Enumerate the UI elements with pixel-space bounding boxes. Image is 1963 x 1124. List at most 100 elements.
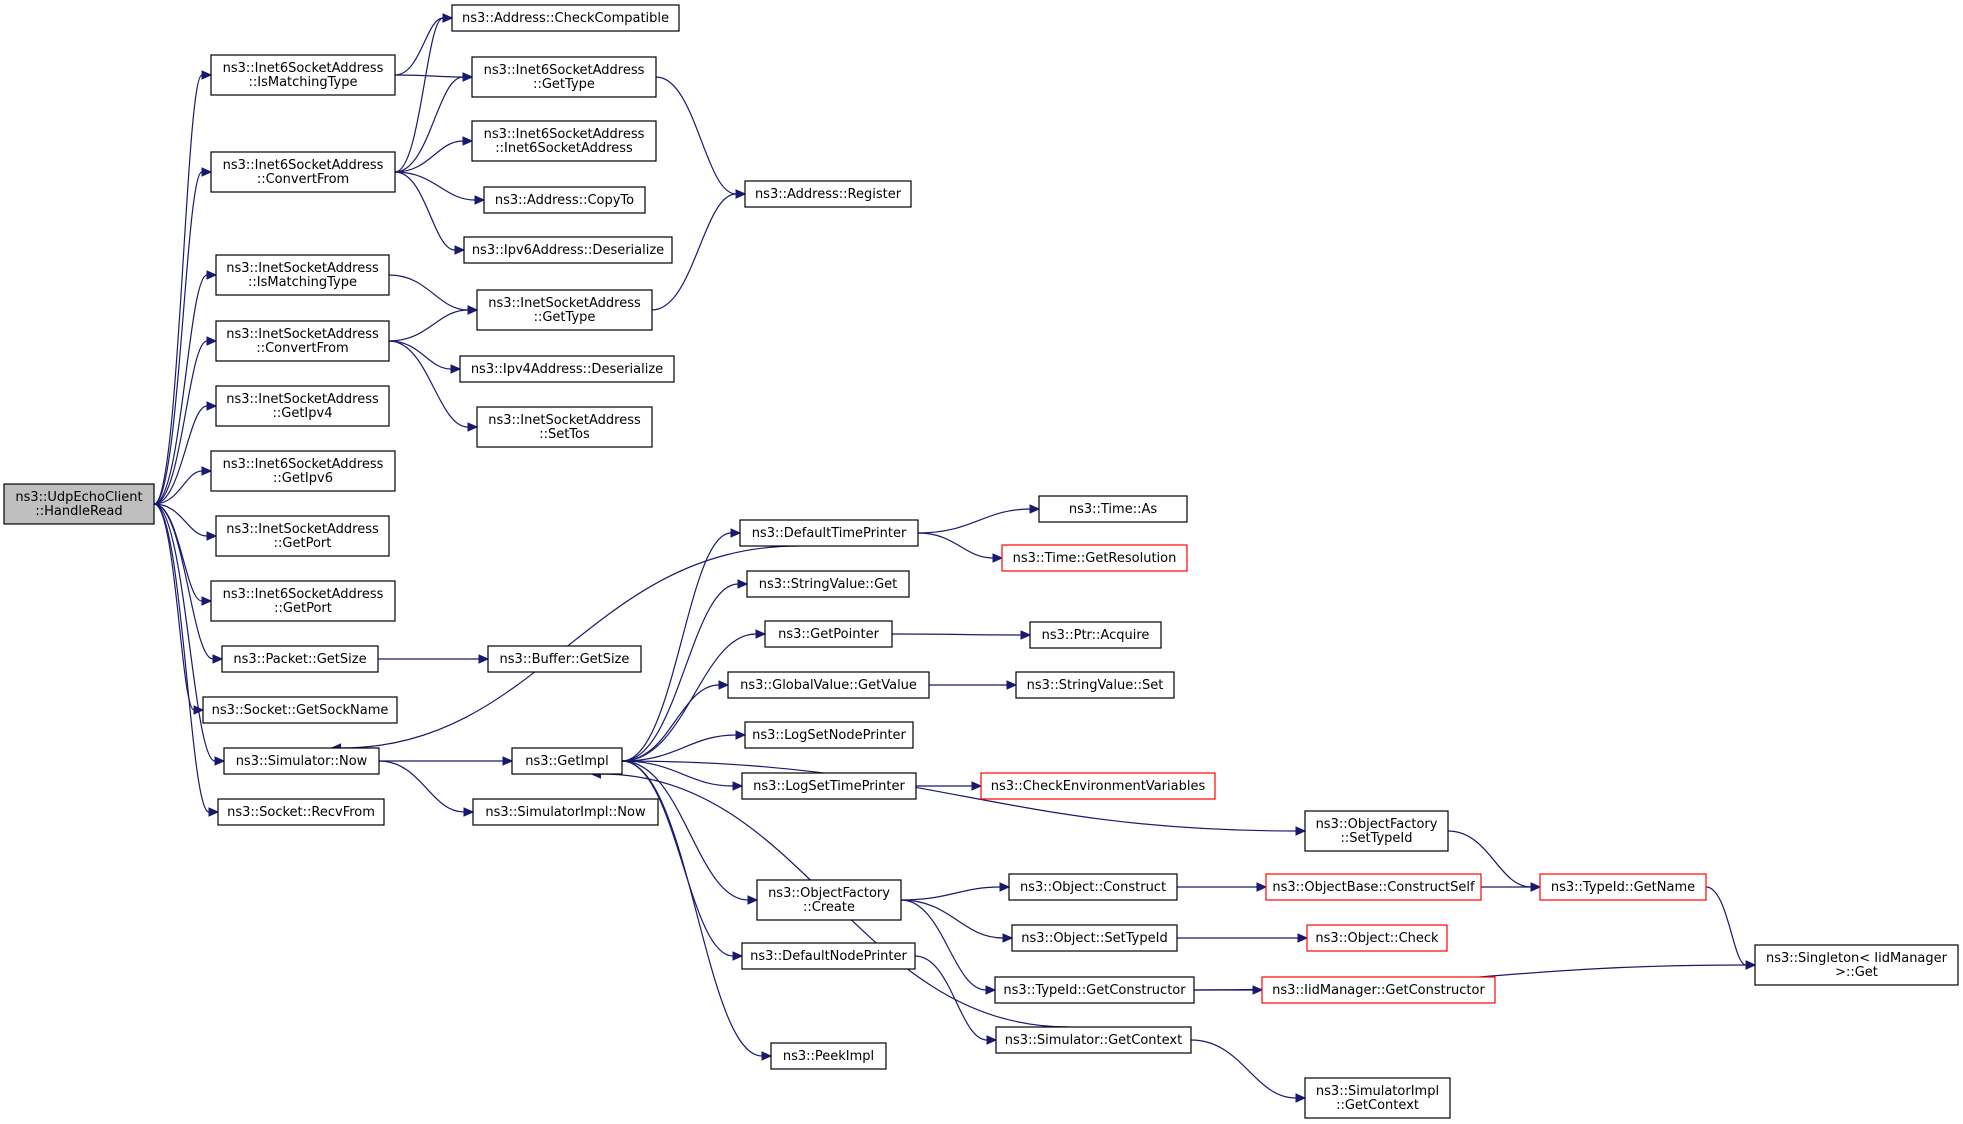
edge-getimpl-to-of_create: [621, 760, 749, 901]
node-label: ns3::ObjectFactory: [1316, 817, 1438, 832]
edge-of_create-to-obj_construct: [900, 886, 1001, 901]
node-of_settypeid[interactable]: ns3::ObjectFactory::SetTypeId: [1304, 810, 1449, 852]
node-label: ::Create: [803, 900, 855, 915]
edge-root-to-sim_now: [153, 503, 216, 762]
node-label: ns3::InetSocketAddress: [226, 327, 379, 342]
node-label: ns3::Object::SetTypeId: [1021, 931, 1167, 946]
node-box: [1008, 873, 1178, 901]
node-of_create[interactable]: ns3::ObjectFactory::Create: [756, 879, 902, 921]
node-label: ns3::GetPointer: [778, 627, 879, 642]
node-box: [451, 4, 680, 32]
node-addr_copyto[interactable]: ns3::Address::CopyTo: [483, 186, 646, 214]
node-ip6_deser[interactable]: ns3::Ipv6Address::Deserialize: [463, 236, 673, 264]
edge-root-to-sock_recv: [153, 503, 210, 813]
node-i4_match[interactable]: ns3::InetSocketAddress::IsMatchingType: [215, 254, 390, 296]
edge-i4_match-to-i4_gettype: [388, 274, 469, 311]
node-sim_now[interactable]: ns3::Simulator::Now: [223, 747, 380, 775]
node-addr_check[interactable]: ns3::Address::CheckCompatible: [451, 4, 680, 32]
node-sock_recv[interactable]: ns3::Socket::RecvFrom: [217, 798, 385, 826]
node-obj_construct[interactable]: ns3::Object::Construct: [1008, 873, 1178, 901]
node-label: ns3::Inet6SocketAddress: [223, 61, 384, 76]
node-sim_getctx[interactable]: ns3::Simulator::GetContext: [995, 1026, 1192, 1054]
node-getimpl[interactable]: ns3::GetImpl: [511, 747, 623, 775]
node-root[interactable]: ns3::UdpEchoClient::HandleRead: [3, 483, 155, 525]
arrowhead-obj_settypeid-to-obj_check: [1297, 933, 1309, 943]
node-def_node[interactable]: ns3::DefaultNodePrinter: [741, 942, 916, 970]
node-label: ns3::SimulatorImpl::Now: [485, 805, 646, 820]
node-def_time[interactable]: ns3::DefaultTimePrinter: [739, 519, 919, 547]
node-box: [994, 976, 1195, 1004]
node-ptr_acquire[interactable]: ns3::Ptr::Acquire: [1029, 621, 1162, 649]
node-label: ns3::Socket::RecvFrom: [227, 805, 375, 820]
node-iid_getctor[interactable]: ns3::IidManager::GetConstructor: [1261, 976, 1496, 1004]
node-i6_ctor[interactable]: ns3::Inet6SocketAddress::Inet6SocketAddr…: [471, 120, 657, 162]
arrowhead-i4_gettype-to-addr_register: [735, 189, 747, 199]
edge-getimpl-to-gv_getvalue: [621, 684, 720, 762]
node-box: [770, 1042, 887, 1070]
node-box: [202, 696, 398, 724]
node-time_as[interactable]: ns3::Time::As: [1038, 495, 1188, 523]
node-i4_getipv4[interactable]: ns3::InetSocketAddress::GetIpv4: [215, 385, 390, 427]
edge-root-to-i4_match: [153, 274, 208, 505]
arrowhead-i4_convert-to-i4_gettype: [467, 305, 479, 315]
arrowhead-getimpl-to-peekimpl: [761, 1051, 773, 1061]
node-typeid_getctor[interactable]: ns3::TypeId::GetConstructor: [994, 976, 1195, 1004]
node-label: ::GetIpv4: [273, 406, 333, 421]
node-getpointer[interactable]: ns3::GetPointer: [764, 620, 893, 648]
node-objbase_cs[interactable]: ns3::ObjectBase::ConstructSelf: [1265, 873, 1482, 901]
node-box: [210, 580, 396, 622]
node-label: ::HandleRead: [35, 504, 122, 519]
node-i6_gettype[interactable]: ns3::Inet6SocketAddress::GetType: [471, 56, 657, 98]
arrowhead-i6_convert-to-addr_copyto: [474, 195, 486, 205]
node-i4_getport[interactable]: ns3::InetSocketAddress::GetPort: [215, 515, 390, 557]
node-log_time[interactable]: ns3::LogSetTimePrinter: [741, 772, 917, 800]
node-strval_get[interactable]: ns3::StringValue::Get: [746, 570, 910, 598]
node-i6_convert[interactable]: ns3::Inet6SocketAddress::ConvertFrom: [210, 151, 396, 193]
arrowhead-gv_getvalue-to-strval_set: [1006, 680, 1018, 690]
node-i4_convert[interactable]: ns3::InetSocketAddress::ConvertFrom: [215, 320, 390, 362]
node-box: [483, 186, 646, 214]
node-gv_getvalue[interactable]: ns3::GlobalValue::GetValue: [727, 671, 930, 699]
node-label: ::ConvertFrom: [257, 172, 349, 187]
arrowhead-i6_convert-to-i6_gettype: [462, 72, 474, 82]
node-buf_size[interactable]: ns3::Buffer::GetSize: [487, 645, 642, 673]
node-i4_gettype[interactable]: ns3::InetSocketAddress::GetType: [476, 289, 653, 331]
node-obj_check[interactable]: ns3::Object::Check: [1306, 924, 1448, 952]
arrowhead-sim_now-to-getimpl: [502, 756, 514, 766]
node-box: [995, 1026, 1192, 1054]
node-sock_name[interactable]: ns3::Socket::GetSockName: [202, 696, 398, 724]
node-pkt_size[interactable]: ns3::Packet::GetSize: [221, 645, 379, 673]
node-box: [487, 645, 642, 673]
edge-i6_gettype-to-addr_register: [655, 76, 737, 195]
node-label: ::SetTos: [539, 427, 590, 442]
node-peekimpl[interactable]: ns3::PeekImpl: [770, 1042, 887, 1070]
node-simimpl_getctx[interactable]: ns3::SimulatorImpl::GetContext: [1304, 1077, 1451, 1119]
node-i6_getport[interactable]: ns3::Inet6SocketAddress::GetPort: [210, 580, 396, 622]
node-i6_match[interactable]: ns3::Inet6SocketAddress::IsMatchingType: [210, 54, 396, 96]
node-label: ns3::Address::CheckCompatible: [462, 11, 669, 26]
node-i6_getipv6[interactable]: ns3::Inet6SocketAddress::GetIpv6: [210, 450, 396, 492]
node-singleton_get[interactable]: ns3::Singleton< IidManager >::Get: [1754, 944, 1959, 986]
arrowhead-i6_convert-to-addr_check: [442, 13, 454, 23]
node-label: ns3::Socket::GetSockName: [212, 703, 389, 718]
node-log_node[interactable]: ns3::LogSetNodePrinter: [744, 721, 914, 749]
node-ip4_deser[interactable]: ns3::Ipv4Address::Deserialize: [459, 355, 675, 383]
node-strval_set[interactable]: ns3::StringValue::Set: [1015, 671, 1175, 699]
node-label: ns3::Address::CopyTo: [495, 193, 634, 208]
node-check_env[interactable]: ns3::CheckEnvironmentVariables: [980, 772, 1216, 800]
node-label: ns3::Time::GetResolution: [1013, 551, 1177, 566]
node-label: ::GetPort: [274, 601, 332, 616]
edge-root-to-i4_getipv4: [153, 405, 208, 505]
node-obj_settypeid[interactable]: ns3::Object::SetTypeId: [1011, 924, 1178, 952]
node-addr_register[interactable]: ns3::Address::Register: [744, 180, 912, 208]
node-simimpl_now[interactable]: ns3::SimulatorImpl::Now: [472, 798, 659, 826]
node-box: [215, 515, 390, 557]
node-i4_settos[interactable]: ns3::InetSocketAddress::SetTos: [476, 406, 653, 448]
node-typeid_getname[interactable]: ns3::TypeId::GetName: [1539, 873, 1707, 901]
node-label: ns3::LogSetNodePrinter: [752, 728, 906, 743]
node-box: [215, 254, 390, 296]
edge-getimpl-to-getpointer: [621, 633, 757, 762]
node-time_res[interactable]: ns3::Time::GetResolution: [1001, 544, 1188, 572]
node-box: [1011, 924, 1178, 952]
node-label: ns3::CheckEnvironmentVariables: [991, 779, 1206, 794]
